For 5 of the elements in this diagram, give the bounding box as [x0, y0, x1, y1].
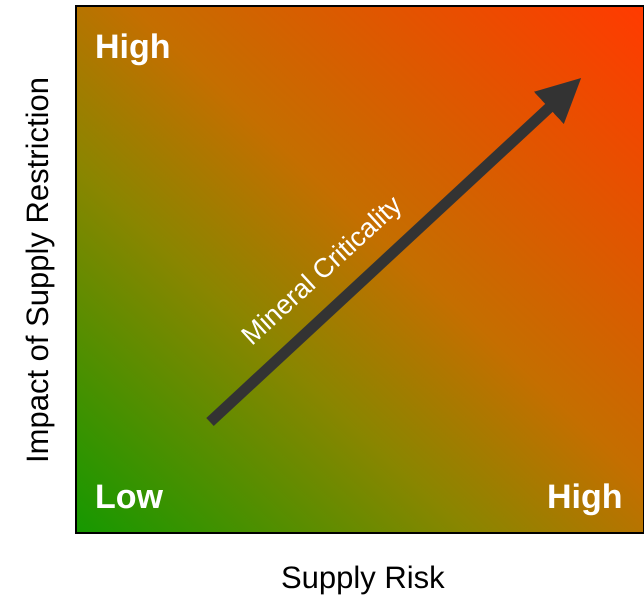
corner-label: High	[95, 28, 171, 67]
axis-title: Supply Risk	[281, 560, 445, 596]
axis-title: Impact of Supply Restriction	[20, 77, 56, 463]
corner-label: High	[547, 478, 623, 517]
corner-label: Low	[95, 478, 163, 517]
